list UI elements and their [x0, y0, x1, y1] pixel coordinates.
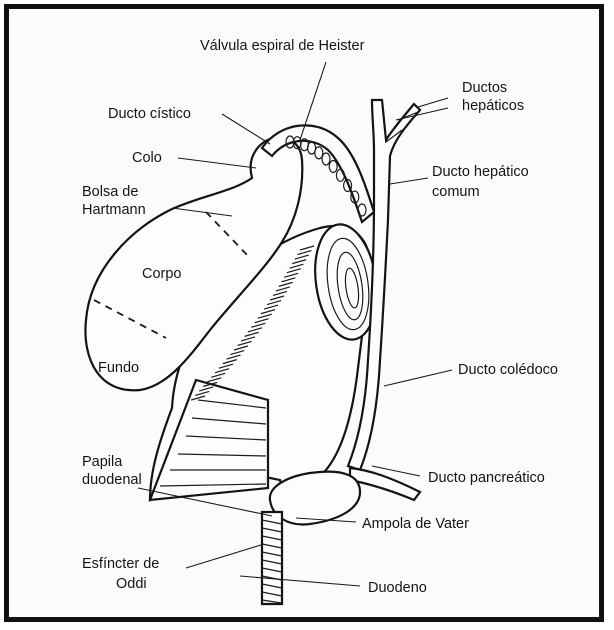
label-duodeno: Duodeno: [368, 580, 427, 596]
label-bolsa-line2: Hartmann: [82, 202, 146, 218]
label-ducto-hepatico-comum-line2: comum: [432, 184, 480, 200]
label-fundo: Fundo: [98, 360, 139, 376]
label-valvula-heister: Válvula espiral de Heister: [200, 38, 365, 54]
label-esfincter-line2: Oddi: [116, 576, 147, 592]
ampulla-drawing: [262, 472, 360, 604]
label-esfincter-line1: Esfíncter de: [82, 556, 159, 572]
label-colo: Colo: [132, 150, 162, 166]
label-ducto-coledoco: Ducto colédoco: [458, 362, 558, 378]
spiral-coil: [329, 160, 337, 172]
label-ducto-cistico: Ducto cístico: [108, 106, 191, 122]
label-ampola-vater: Ampola de Vater: [362, 516, 469, 532]
label-ducto-hepatico-comum-line1: Ducto hepático: [432, 164, 529, 180]
label-bolsa-line1: Bolsa de: [82, 184, 138, 200]
spiral-coil: [322, 153, 330, 165]
label-ductos-hepaticos-line1: Ductos: [462, 80, 507, 96]
label-papila-line1: Papila: [82, 454, 123, 470]
label-ductos-hepaticos-line2: hepáticos: [462, 98, 524, 114]
label-corpo: Corpo: [142, 266, 182, 282]
label-ducto-pancreatico: Ducto pancreático: [428, 470, 545, 486]
label-papila-line2: duodenal: [82, 472, 142, 488]
